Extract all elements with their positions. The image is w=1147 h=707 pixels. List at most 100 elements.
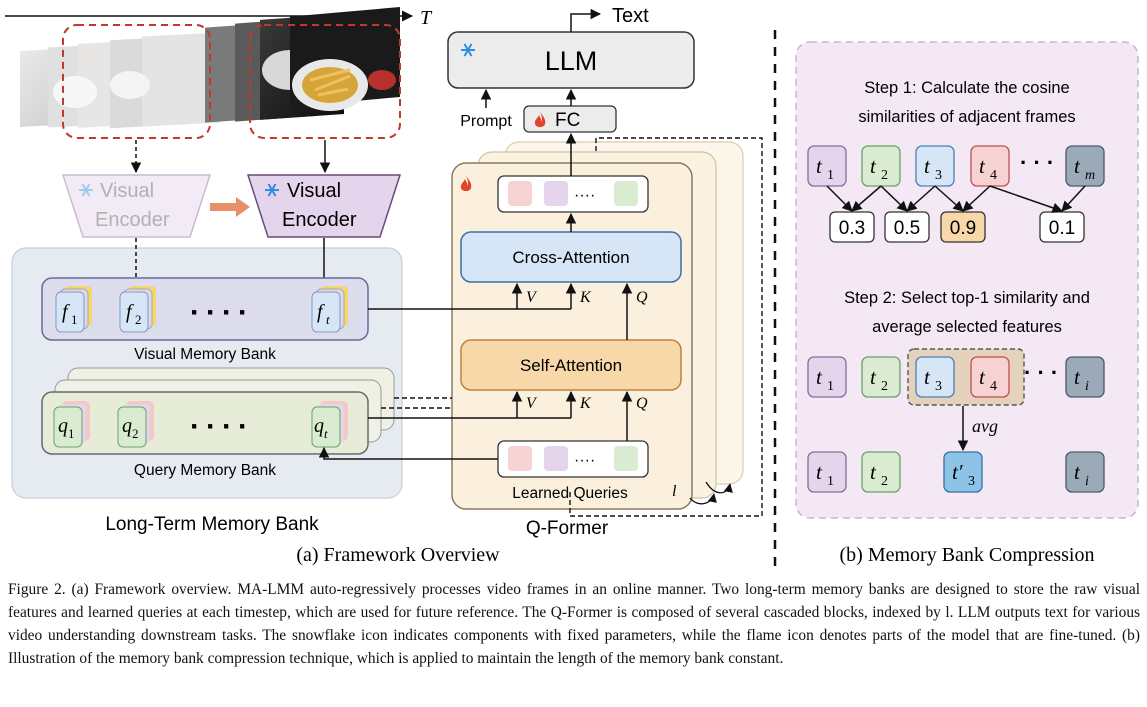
row1-token-4-base: t	[979, 154, 986, 178]
qformer-loop-dashed	[569, 137, 763, 517]
row1-token-5-sub: m	[1085, 168, 1095, 183]
figure-diagram: T Visual Encoder	[5, 5, 1139, 568]
visual-token-f1: f 1	[55, 286, 92, 333]
subcaption-b: (b) Memory Bank Compression	[840, 544, 1095, 566]
qformer-label: Q-Former	[526, 518, 609, 539]
row3-token-2-base: t	[870, 460, 877, 484]
row1-token-3-base: t	[924, 154, 931, 178]
step1-line1: Step 1: Calculate the cosine	[864, 79, 1069, 97]
svg-text:t: t	[324, 426, 328, 441]
query-token-q1: q 1	[53, 401, 90, 448]
row2-token-3-sub: 3	[935, 379, 942, 394]
visual-memory-ellipsis: ····	[190, 296, 254, 329]
svg-text:K: K	[579, 395, 592, 412]
similarity-value-2: 0.5	[894, 218, 920, 239]
visual-token-ft: f t	[311, 286, 348, 333]
qformer-output-queries	[497, 175, 649, 213]
row1-token-2-base: t	[870, 154, 877, 178]
fc-layer	[523, 105, 617, 133]
visual-token-f2: f 2	[119, 286, 156, 333]
row3-token-4-base: t	[1074, 460, 1081, 484]
layer-loop-arrow	[705, 481, 733, 494]
row1-token-3-sub: 3	[935, 168, 942, 183]
step1-line2: similarities of adjacent frames	[858, 108, 1075, 126]
query-token-qt: q t	[311, 401, 348, 448]
similarity-1: 0.3	[826, 185, 882, 243]
svg-text:2: 2	[132, 426, 139, 441]
row3-token-3: t′ 3	[943, 451, 983, 493]
row1-token-4-sub: 4	[990, 168, 997, 183]
row2-token-5-sub: i	[1085, 379, 1089, 394]
similarity-4: 0.1	[989, 185, 1086, 243]
svg-text:K: K	[579, 289, 592, 306]
row2-token-3-base: t	[924, 365, 931, 389]
visual-encoder-label-2: Encoder	[282, 209, 357, 231]
cross-attention-label: Cross-Attention	[512, 248, 629, 267]
svg-text:q: q	[314, 415, 324, 437]
llm-output-arrow	[570, 8, 602, 32]
row1-token-1-base: t	[816, 154, 823, 178]
row1-token-2-sub: 2	[881, 168, 888, 183]
frame-selection-right	[249, 24, 401, 139]
row2-token-5-base: t	[1074, 365, 1081, 389]
self-attention-label: Self-Attention	[520, 356, 622, 375]
svg-text:V: V	[526, 395, 538, 412]
row3-token-3-sub: 3	[968, 474, 975, 489]
row2-token-2-base: t	[870, 365, 877, 389]
row2-token-4-base: t	[979, 365, 986, 389]
time-axis-label: T	[420, 7, 433, 29]
similarity-2: 0.5	[880, 185, 936, 243]
row1-token-5-base: t	[1074, 154, 1081, 178]
similarity-value-1: 0.3	[839, 218, 865, 239]
layer-index-label: l	[672, 483, 677, 500]
row3-token-3-base: t′	[952, 460, 963, 484]
query-memory-bank-label: Query Memory Bank	[134, 462, 276, 479]
row1-dots: · · ·	[1020, 150, 1054, 175]
svg-text:Q: Q	[636, 289, 648, 306]
visual-encoder-label-1: Visual	[287, 180, 341, 202]
encoder-copy-arrow	[210, 197, 250, 217]
svg-text:q: q	[58, 415, 68, 437]
svg-text:····: ····	[574, 187, 595, 204]
svg-text:····: ····	[574, 452, 595, 469]
row3-token-1-base: t	[816, 460, 823, 484]
row2-token-1-base: t	[816, 365, 823, 389]
query-token-q2: q 2	[117, 401, 154, 448]
svg-text:f: f	[62, 301, 70, 323]
svg-text:f: f	[317, 301, 325, 323]
row2-token-4-sub: 4	[990, 379, 997, 394]
self-attention-block	[460, 339, 682, 391]
row3-token-2-sub: 2	[881, 474, 888, 489]
row2-dots: · · ·	[1024, 360, 1058, 385]
visual-encoder-faded-label-2: Encoder	[95, 209, 170, 231]
svg-text:2: 2	[135, 312, 142, 327]
row2-token-1-sub: 1	[827, 379, 834, 394]
long-term-memory-bank-label: Long-Term Memory Bank	[105, 514, 319, 535]
figure-caption-text: Figure 2. (a) Framework overview. MA-LMM…	[8, 581, 1140, 667]
step2-line2: average selected features	[872, 318, 1062, 336]
frame-selection-left	[62, 24, 211, 139]
svg-text:V: V	[526, 289, 538, 306]
learned-queries-to-query-memory	[318, 446, 498, 460]
prompt-label: Prompt	[460, 113, 512, 130]
visual-encoder: Visual Encoder	[246, 174, 402, 238]
fc-label: FC	[555, 110, 580, 131]
svg-text:t: t	[326, 312, 330, 327]
figure-caption: Figure 2. (a) Framework overview. MA-LMM…	[8, 578, 1140, 670]
step2-line1: Step 2: Select top-1 similarity and	[844, 289, 1090, 307]
video-frames	[20, 7, 400, 129]
row3-token-4-sub: i	[1085, 474, 1089, 489]
svg-text:q: q	[122, 415, 132, 437]
similarity-3: 0.9	[934, 185, 991, 243]
